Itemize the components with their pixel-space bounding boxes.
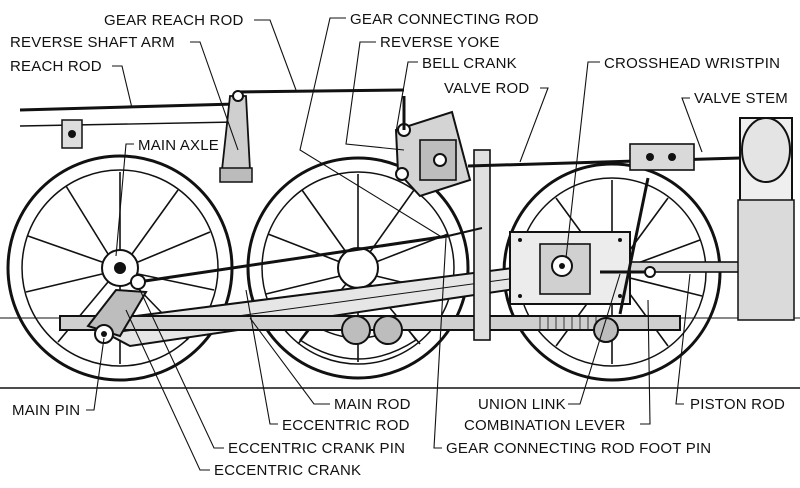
label-reach-rod: REACH ROD <box>10 58 102 75</box>
combination-lever-drawing <box>618 177 650 315</box>
leader-main-rod <box>249 317 330 405</box>
leader-gear-connecting-rod <box>299 17 441 237</box>
bell-crank-drawing <box>394 110 472 198</box>
label-valve-rod: VALVE ROD <box>444 80 529 97</box>
label-valve-stem: VALVE STEM <box>694 90 788 107</box>
leader-reach-rod <box>112 65 133 109</box>
label-bell-crank: BELL CRANK <box>422 55 517 72</box>
label-piston-rod: PISTON ROD <box>690 396 785 413</box>
leader-valve-rod <box>519 87 549 163</box>
reach-rod-drawing <box>19 102 237 112</box>
leader-crosshead-wristpin <box>565 61 600 259</box>
gear-reach-rod-drawing <box>235 88 405 94</box>
reach-rod-lower-drawing <box>19 121 237 127</box>
label-gear-connecting-rod: GEAR CONNECTING ROD <box>350 11 539 28</box>
leader-combination-lever <box>640 299 651 425</box>
cylinder-drawing <box>737 117 795 321</box>
left-bracket-drawing <box>61 119 83 149</box>
callout-labels: GEAR REACH ROD GEAR CONNECTING ROD REVER… <box>10 11 788 479</box>
label-union-link: UNION LINK <box>478 396 566 413</box>
leader-main-pin <box>86 337 105 411</box>
leader-eccentric-crank-pin <box>139 289 224 449</box>
valve-stem-drawing <box>629 143 695 171</box>
union-link-pin <box>644 266 656 278</box>
leader-eccentric-crank <box>125 309 210 471</box>
label-main-axle: MAIN AXLE <box>138 137 219 154</box>
counterweight <box>298 323 418 360</box>
leader-eccentric-rod <box>245 289 278 425</box>
label-eccentric-crank: ECCENTRIC CRANK <box>214 462 361 479</box>
label-reverse-yoke: REVERSE YOKE <box>380 34 500 51</box>
leader-main-axle <box>115 143 134 257</box>
crosshead-drawing <box>509 231 631 305</box>
main-axle-hub <box>114 262 126 274</box>
locomotive-drawing <box>0 88 800 389</box>
label-combination-lever: COMBINATION LEVER <box>464 417 625 434</box>
label-crosshead-wristpin: CROSSHEAD WRISTPIN <box>604 55 780 72</box>
leader-gear-reach-rod <box>254 19 297 91</box>
label-gear-connecting-rod-foot-pin: GEAR CONNECTING ROD FOOT PIN <box>446 440 711 457</box>
leader-gear-connecting-rod-foot-pin <box>433 237 447 449</box>
leader-valve-stem <box>681 97 703 153</box>
label-main-rod: MAIN ROD <box>334 396 411 413</box>
leader-lines <box>86 17 703 471</box>
label-gear-reach-rod: GEAR REACH ROD <box>104 12 244 29</box>
eccentric-rod-drawing <box>137 234 449 284</box>
leader-reverse-yoke <box>345 41 405 151</box>
label-reverse-shaft-arm: REVERSE SHAFT ARM <box>10 34 175 51</box>
label-eccentric-rod: ECCENTRIC ROD <box>282 417 410 434</box>
reverse-shaft-arm-drawing <box>219 90 253 183</box>
leader-bell-crank <box>395 61 418 133</box>
leader-piston-rod <box>675 273 691 405</box>
spring-rigging-drawing <box>341 315 619 345</box>
leader-reverse-shaft-arm <box>190 41 239 151</box>
label-eccentric-crank-pin: ECCENTRIC CRANK PIN <box>228 440 405 457</box>
label-main-pin: MAIN PIN <box>12 402 80 419</box>
leader-union-link <box>568 273 621 405</box>
eccentric-crank-drawing <box>86 274 148 344</box>
link-frame-drawing <box>447 149 491 341</box>
